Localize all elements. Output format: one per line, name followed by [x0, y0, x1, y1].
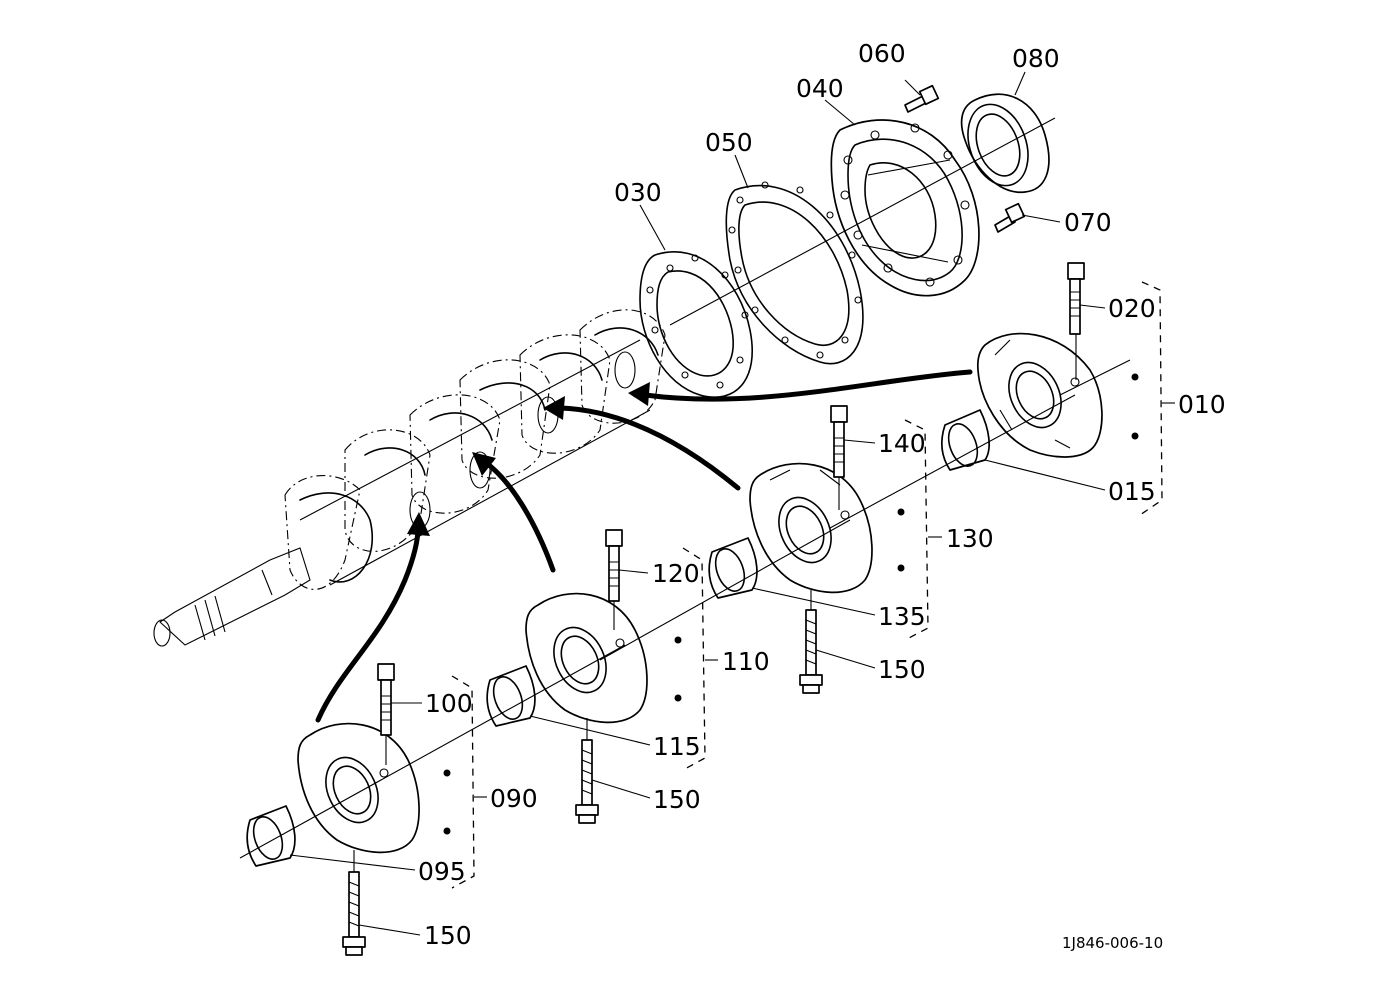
main-bearing-case-010	[976, 332, 1103, 458]
bearing-115	[486, 665, 536, 727]
label-150-a: 150	[878, 655, 926, 684]
label-040: 040	[796, 74, 844, 103]
assembly-brackets	[451, 281, 1175, 889]
label-030: 030	[614, 178, 662, 207]
label-135: 135	[878, 602, 926, 631]
bolt-020	[1067, 262, 1085, 335]
bolt-120	[605, 529, 623, 602]
label-115: 115	[653, 732, 701, 761]
label-010: 010	[1178, 390, 1226, 419]
bearing-case-130	[749, 462, 873, 594]
gasket-050	[725, 181, 864, 365]
label-140: 140	[878, 429, 926, 458]
bolt-100	[377, 663, 395, 736]
crankshaft	[153, 309, 666, 647]
label-060: 060	[858, 39, 906, 68]
diagram-code: 1J846-006-10	[1062, 934, 1163, 952]
bearing-case-090	[297, 722, 420, 854]
reference-dots	[443, 373, 1139, 835]
label-130: 130	[946, 524, 994, 553]
label-020: 020	[1108, 294, 1156, 323]
bolt-150-c	[342, 871, 366, 956]
bearing-015	[940, 409, 990, 471]
label-050: 050	[705, 128, 753, 157]
label-120: 120	[652, 559, 700, 588]
gasket-030	[639, 251, 753, 398]
label-015: 015	[1108, 477, 1156, 506]
label-090: 090	[490, 784, 538, 813]
bearing-095	[246, 805, 296, 867]
bearing-case-110	[525, 592, 648, 724]
label-150-b: 150	[653, 785, 701, 814]
label-095: 095	[418, 857, 466, 886]
oil-seal-080	[960, 93, 1050, 193]
bearing-case-040	[830, 119, 980, 297]
label-110: 110	[722, 647, 770, 676]
bearing-135	[708, 537, 758, 599]
part-labels: 060 080 040 050 030 070 020 010 015 140 …	[418, 39, 1226, 952]
bolt-140	[830, 405, 848, 478]
axis-lines	[239, 117, 1131, 872]
label-100: 100	[425, 689, 473, 718]
bolt-150-a	[799, 609, 823, 694]
bolt-150-b	[575, 739, 599, 824]
label-080: 080	[1012, 44, 1060, 73]
assembly-arrows	[315, 369, 973, 723]
label-070: 070	[1064, 208, 1112, 237]
bolt-070	[994, 202, 1026, 233]
leader-lines	[289, 71, 1106, 936]
label-150-c: 150	[424, 921, 472, 950]
bolt-060	[904, 84, 940, 113]
